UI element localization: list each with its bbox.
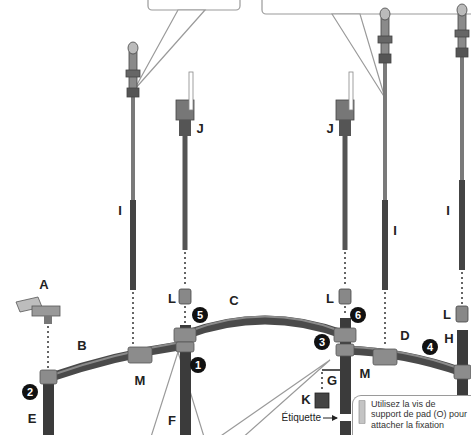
rack-posts <box>43 318 468 435</box>
callout-number: 5 <box>192 307 208 323</box>
callout-number: 1 <box>190 357 206 373</box>
part-letter: L <box>443 308 451 321</box>
part-letter: M <box>360 367 371 380</box>
part-letter: M <box>135 374 146 387</box>
callout-number: 6 <box>350 307 366 323</box>
part-letter: C <box>229 294 238 307</box>
screw-icon <box>358 400 366 424</box>
pipe-highlights <box>52 317 458 376</box>
assembly-guides <box>48 252 462 391</box>
callout-pointers <box>134 0 471 435</box>
cymbal-heads <box>126 4 469 97</box>
note-text: Utilisez la vis de support de pad (O) po… <box>371 399 468 431</box>
part-letter: J <box>196 122 203 135</box>
part-note: Étiquette <box>282 412 321 424</box>
stopper-pieces <box>179 289 468 322</box>
part-letter: K <box>301 393 310 406</box>
label-arrow <box>323 418 337 419</box>
part-letter: L <box>168 292 176 305</box>
part-letter: J <box>326 122 333 135</box>
callout-number: 3 <box>314 334 330 350</box>
rack-clamps <box>40 328 471 384</box>
label-band <box>340 414 351 421</box>
part-letter: D <box>400 329 409 342</box>
part-letter: I <box>446 204 450 217</box>
part-letter: G <box>327 374 337 387</box>
rack-pipes <box>48 320 462 378</box>
part-letter: I <box>118 204 122 217</box>
part-letter: E <box>28 412 37 425</box>
part-letter: F <box>168 414 176 427</box>
part-letter: B <box>77 339 86 352</box>
part-letter: I <box>393 224 397 237</box>
k-part <box>315 370 340 408</box>
pad-holders <box>176 72 354 250</box>
note-box: Utilisez la vis de support de pad (O) po… <box>352 395 471 435</box>
part-letter: H <box>444 332 453 345</box>
callout-number: 4 <box>422 339 438 355</box>
part-letter: L <box>326 292 334 305</box>
callout-number: 2 <box>22 384 38 400</box>
part-letter: A <box>39 278 48 291</box>
cymbal-arms <box>133 55 462 290</box>
pad-bracket <box>16 297 60 324</box>
